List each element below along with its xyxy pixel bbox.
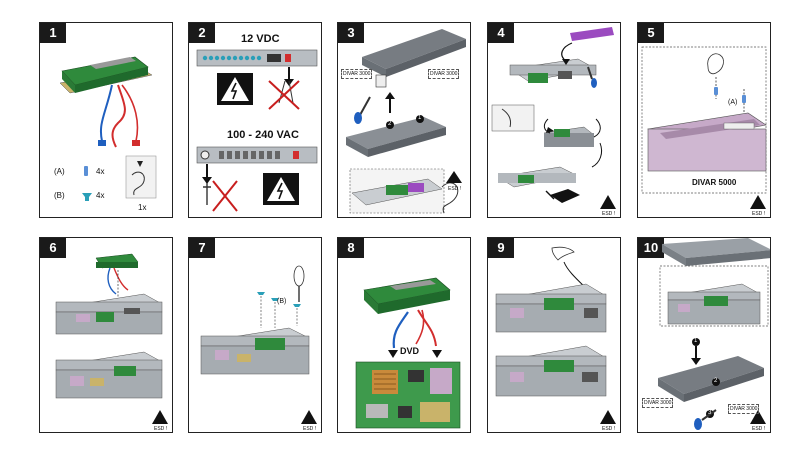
callout-2: 2 (388, 121, 392, 127)
step-6-panel: 6 ESD ! (39, 237, 173, 433)
model-right-label: DIVAR 3000 (728, 404, 760, 414)
step-4-panel: 4 ESD ! (487, 22, 621, 218)
step-9-illustration (495, 246, 616, 424)
part-b-qty: 4x (96, 191, 105, 200)
model-label: DIVAR 5000 (692, 178, 737, 187)
step-number: 5 (638, 23, 664, 43)
step-number: 8 (338, 238, 364, 258)
esd-label: ESD ! (154, 426, 168, 432)
dc-label: 12 VDC (241, 33, 280, 45)
step-3-panel: 3 DIVAR 3000 DIVAR 3000 1 2 ESD ! (337, 22, 471, 218)
step-2-illustration (196, 49, 318, 212)
step-5-panel: 5 (A) DIVAR 5000 ESD ! (637, 22, 771, 218)
step-6-illustration (55, 253, 168, 424)
model-right-label: DIVAR 3000 (428, 69, 460, 79)
step-7-illustration (200, 265, 317, 424)
step-number: 4 (488, 23, 514, 43)
step-number: 10 (638, 238, 664, 258)
esd-label: ESD ! (752, 426, 766, 432)
step-1-panel: 1 (A) 4x (B) 4x 1x (39, 22, 173, 218)
step-number: 2 (189, 23, 215, 43)
step-4-illustration (491, 27, 616, 209)
step-2-panel: 2 12 VDC (188, 22, 322, 218)
step-10-illustration (658, 238, 770, 430)
esd-label: ESD ! (602, 426, 616, 432)
part-a-qty: 4x (96, 167, 105, 176)
part-b-label: (B) (54, 191, 65, 200)
step-number: 3 (338, 23, 364, 43)
step-number: 9 (488, 238, 514, 258)
dvd-label: DVD (400, 346, 420, 356)
step-8-illustration (355, 277, 461, 429)
strap-qty: 1x (138, 203, 147, 212)
part-b-label: (B) (277, 298, 287, 305)
part-a-label: (A) (728, 99, 738, 106)
step-3-illustration (346, 29, 466, 214)
step-5-illustration (641, 46, 767, 209)
step-7-panel: 7 (B) ESD ! (188, 237, 322, 433)
part-a-label: (A) (54, 167, 65, 176)
step-number: 1 (40, 23, 66, 43)
callout-3: 3 (708, 410, 712, 416)
step-1-illustration (59, 56, 157, 201)
callout-1: 1 (694, 338, 698, 344)
step-9-panel: 9 ESD ! (487, 237, 621, 433)
callout-2: 2 (714, 378, 718, 384)
ac-label: 100 - 240 VAC (227, 129, 299, 141)
callout-1: 1 (418, 115, 422, 121)
esd-label: ESD ! (448, 186, 462, 192)
esd-label: ESD ! (303, 426, 317, 432)
step-10-panel: 10 1 2 3 DIVAR 3000 DIVAR 3000 ESD ! (637, 237, 771, 433)
esd-label: ESD ! (752, 211, 766, 217)
model-left-label: DIVAR 3000 (642, 398, 674, 408)
step-number: 6 (40, 238, 66, 258)
step-8-panel: 8 DVD (337, 237, 471, 433)
esd-label: ESD ! (602, 211, 616, 217)
model-left-label: DIVAR 3000 (341, 69, 373, 79)
step-number: 7 (189, 238, 215, 258)
